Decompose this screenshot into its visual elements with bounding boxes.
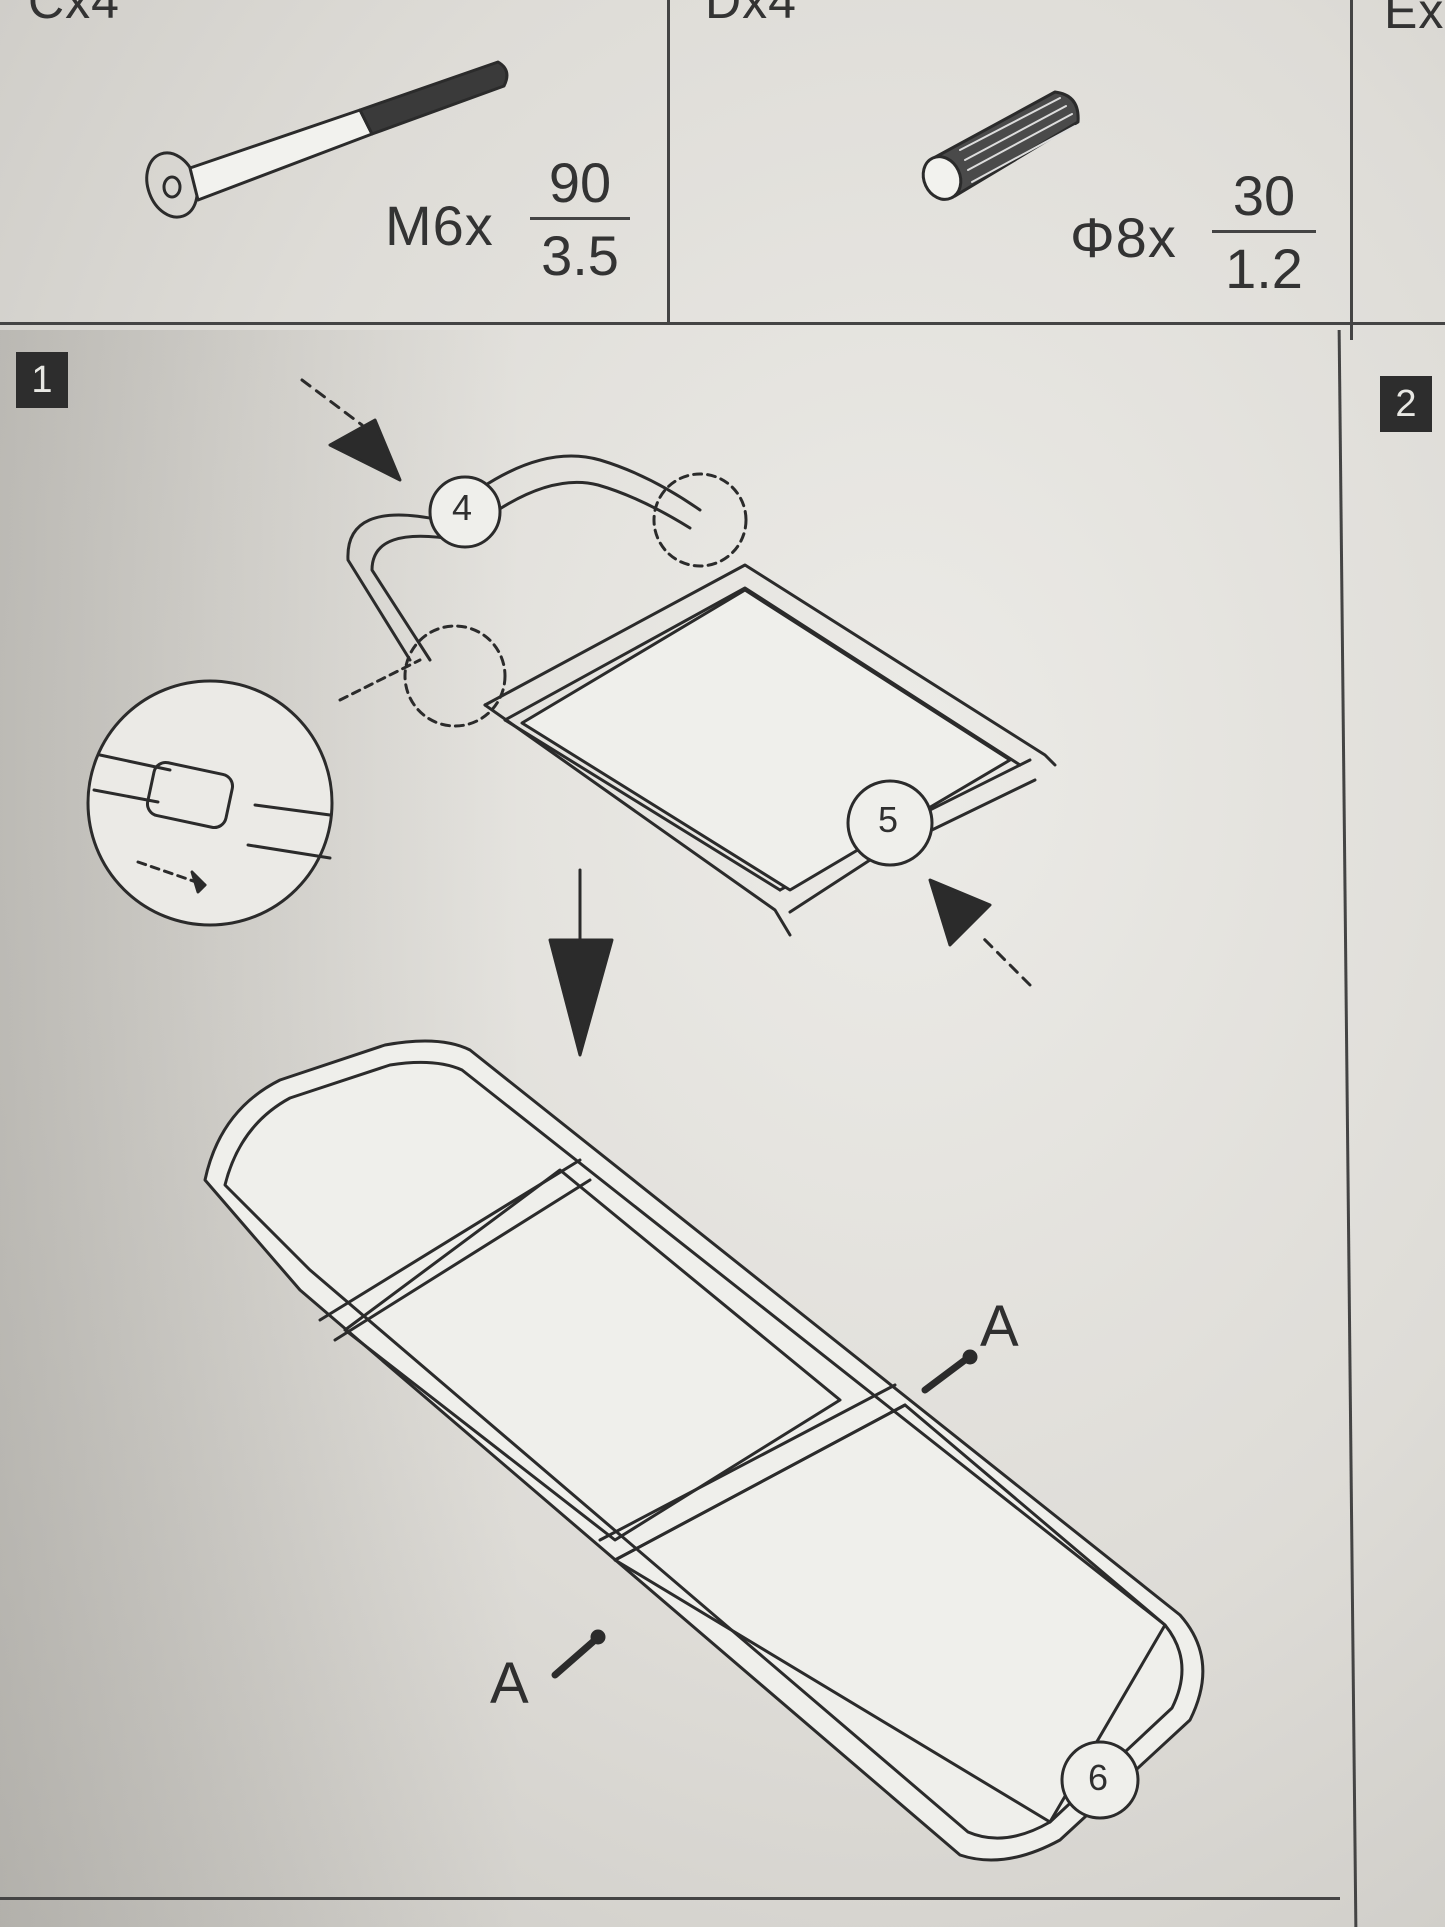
assembled-frame	[203, 1039, 1205, 1862]
dowel-tolerance: 1.2	[1225, 237, 1303, 300]
step-1-badge: 1	[16, 352, 68, 408]
divider-de	[1350, 0, 1353, 340]
dowel-length: 30	[1232, 164, 1296, 227]
part-e-label: Ex	[1384, 0, 1445, 39]
footer-rule	[0, 1897, 1340, 1900]
bolt-size-prefix: M6x	[385, 194, 494, 257]
part-d-label: Dx4	[705, 0, 797, 29]
screw-a-lower	[551, 1629, 606, 1679]
divider-cd	[667, 0, 670, 324]
screw-a-upper-label: A	[980, 1294, 1019, 1359]
header-bottom-rule	[0, 322, 1445, 325]
dowel-size-prefix: Φ8x	[1070, 206, 1177, 269]
bolt-length: 90	[548, 151, 612, 214]
part-5-callout: 5	[878, 799, 899, 840]
frame-part-4	[346, 454, 748, 728]
dowel-size-fraction: 30 1.2	[1212, 168, 1316, 297]
fraction-bar	[530, 217, 630, 220]
part-4-callout: 4	[452, 487, 473, 528]
bolt-size-fraction: 90 3.5	[530, 155, 630, 284]
screw-a-upper	[921, 1349, 978, 1394]
zoom-detail	[86, 658, 422, 927]
frame-part-5	[483, 563, 1057, 937]
bolt-icon	[145, 60, 509, 219]
fraction-bar	[1212, 230, 1316, 233]
bolt-pitch: 3.5	[541, 224, 619, 287]
screw-a-lower-label: A	[490, 1651, 529, 1716]
step-2-badge: 2	[1380, 376, 1432, 432]
part-6-callout: 6	[1088, 1757, 1109, 1798]
part-c-label: Cx4	[28, 0, 120, 29]
dowel-icon	[921, 90, 1080, 201]
